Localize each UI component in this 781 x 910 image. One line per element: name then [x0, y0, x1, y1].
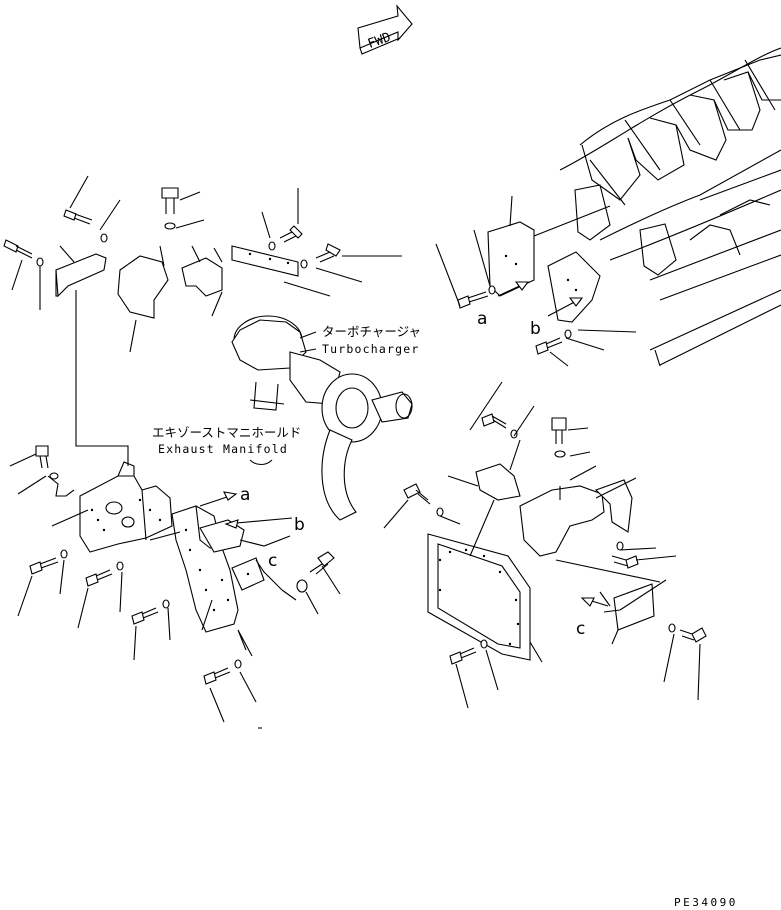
leader-lines-lower-left: [9, 453, 341, 729]
upper-right-bracket-icon: [457, 205, 611, 355]
lower-right-shield-icon: [427, 463, 655, 661]
callout-b-left: b: [294, 515, 305, 535]
fwd-arrow-icon: FWD: [357, 4, 413, 55]
exhaust-manifold-label-en: Exhaust Manifold: [158, 442, 288, 456]
leader-lines-lower-right: [383, 381, 701, 709]
turbocharger-label-en: Turbocharger: [322, 342, 419, 356]
bolt-icon-group-lower-left: [29, 445, 335, 685]
callout-a-left: a: [240, 485, 250, 505]
upper-left-bracket-icon: [55, 245, 299, 319]
engine-block-icon: [559, 47, 781, 367]
callout-b-top: b: [530, 319, 541, 339]
callout-a-top: a: [477, 309, 487, 329]
drawing-code: PE34090: [674, 896, 738, 909]
turbocharger-icon: [231, 315, 413, 521]
callout-c-left: c: [268, 551, 277, 571]
bolt-icon-group-upper-left: [3, 187, 341, 269]
lower-left-shield-icon: [79, 461, 265, 633]
bolt-icon-group-lower-right: [403, 413, 707, 665]
leader-lines-upper-right: [435, 195, 637, 367]
exhaust-manifold-label-jp: エキゾーストマニホールド: [152, 425, 301, 440]
callout-c-right: c: [576, 619, 585, 639]
turbocharger-label-jp: ターボチャージャ: [322, 324, 421, 339]
leader-lines-upper-left: [11, 175, 402, 466]
